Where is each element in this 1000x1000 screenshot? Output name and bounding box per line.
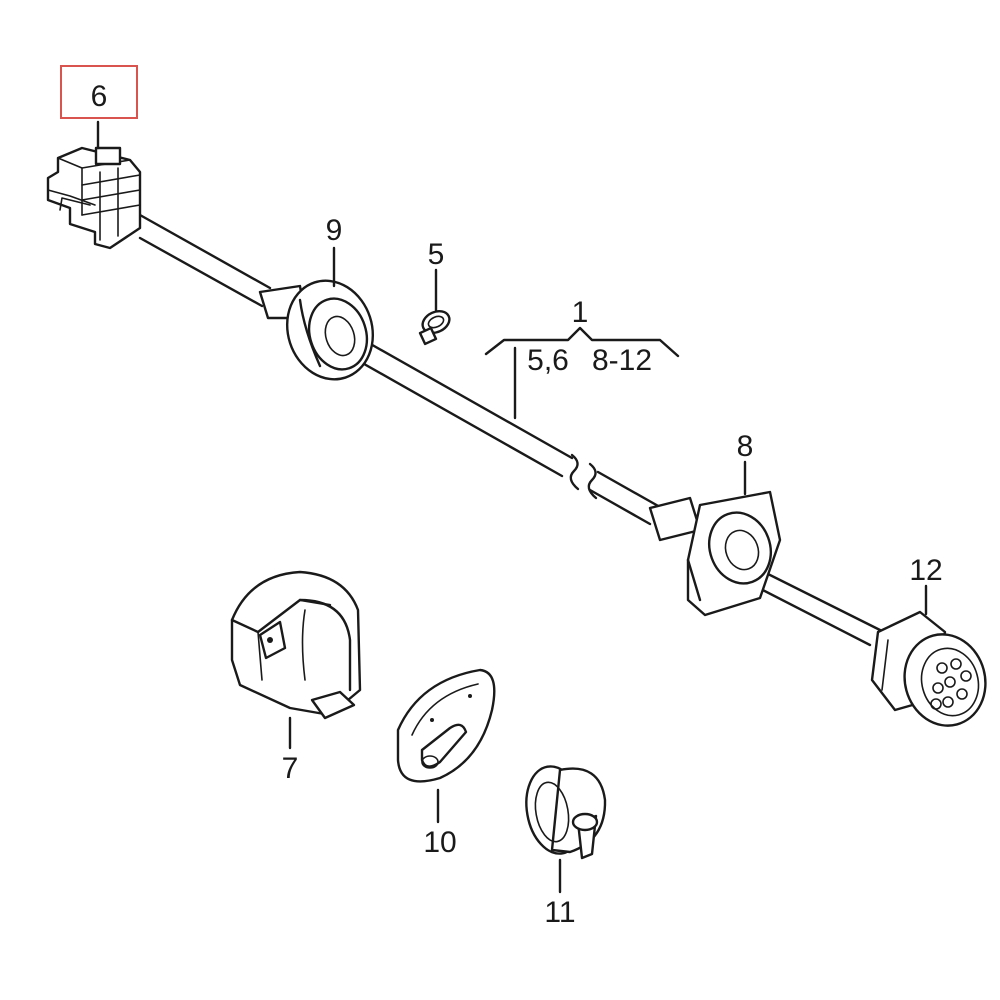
callout-8: 8: [737, 430, 754, 463]
callout-7: 7: [282, 752, 299, 785]
callout-6: 6: [91, 80, 108, 113]
connector-6-drawing: [46, 146, 142, 250]
callout-11: 11: [544, 896, 575, 929]
grommet-9-drawing: [258, 279, 375, 381]
clip-5-drawing: [418, 309, 451, 346]
plug-12-drawing: [870, 610, 987, 727]
boot-11-drawing: [525, 765, 607, 860]
callout-6-highlight-frame: [60, 65, 138, 119]
wiring-harness-cable: [138, 213, 882, 647]
callout-9: 9: [326, 214, 343, 247]
callout-10: 10: [423, 826, 456, 859]
callout-1-range-b: 8-12: [592, 344, 652, 377]
leader-lines: [96, 120, 928, 894]
callout-1: 1: [572, 296, 589, 329]
callout-1-range-a: 5,6: [527, 344, 569, 377]
callout-5: 5: [428, 238, 445, 271]
grommet-8-drawing: [648, 490, 782, 617]
socket-7-drawing: [230, 570, 362, 720]
callout-12: 12: [909, 554, 942, 587]
gasket-10-drawing: [396, 668, 496, 783]
